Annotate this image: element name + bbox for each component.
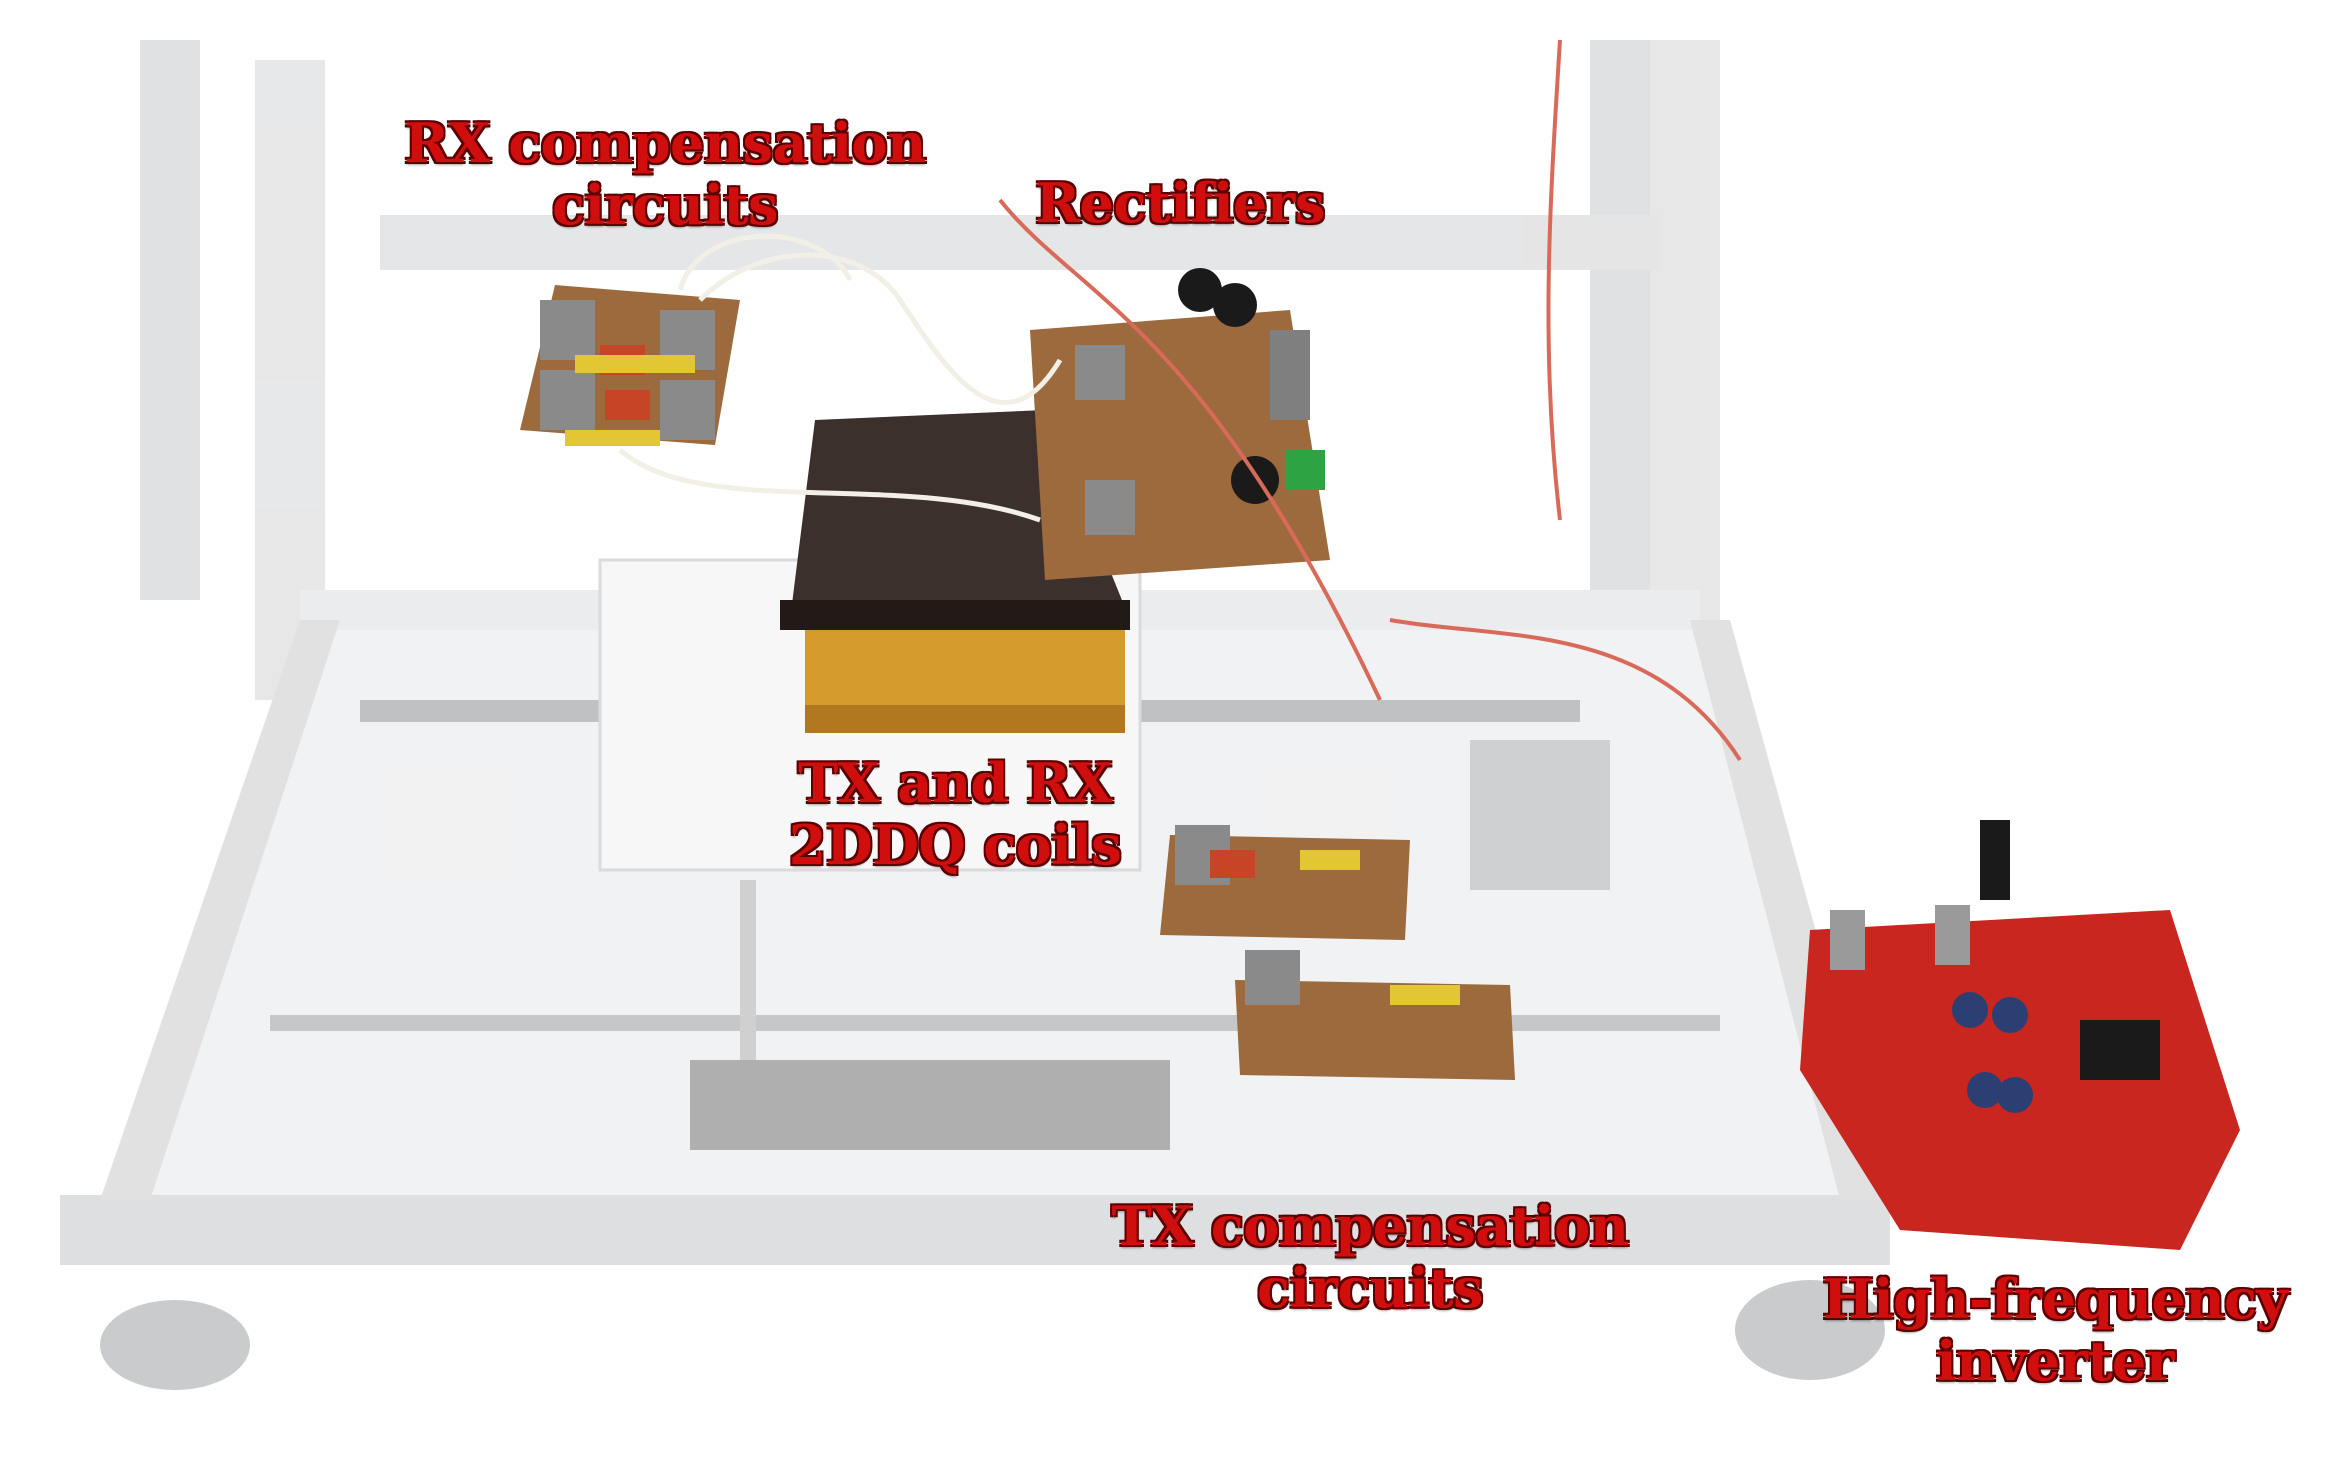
rectifiers-label: Rectifiers [1025,172,1335,234]
wires [618,233,1063,523]
coils-label-line1: TX and RX [798,751,1112,815]
tx-compensation-label-line1: TX compensation [1111,1194,1629,1258]
inverter-label: High-frequency inverter [1800,1268,2310,1392]
rx-compensation-label-line2: circuits [552,173,778,237]
coils-label-line2: 2DDQ coils [788,813,1122,877]
inverter-board [1800,820,2240,1250]
red-wires [998,39,1742,762]
rectifier-pcb [1030,268,1330,580]
rx-compensation-label: RX compensation circuits [395,112,935,236]
rx-compensation-pcb [520,285,740,446]
coils-label: TX and RX 2DDQ coils [760,752,1150,876]
tx-compensation-label-line2: circuits [1257,1256,1483,1320]
tx-compensation-label: TX compensation circuits [1090,1195,1650,1319]
inverter-label-line1: High-frequency [1822,1267,2288,1331]
rectifiers-label-line1: Rectifiers [1035,171,1325,235]
inverter-label-line2: inverter [1936,1329,2174,1393]
tx-compensation-pcb [1160,825,1515,1080]
rx-compensation-label-line1: RX compensation [404,111,926,175]
